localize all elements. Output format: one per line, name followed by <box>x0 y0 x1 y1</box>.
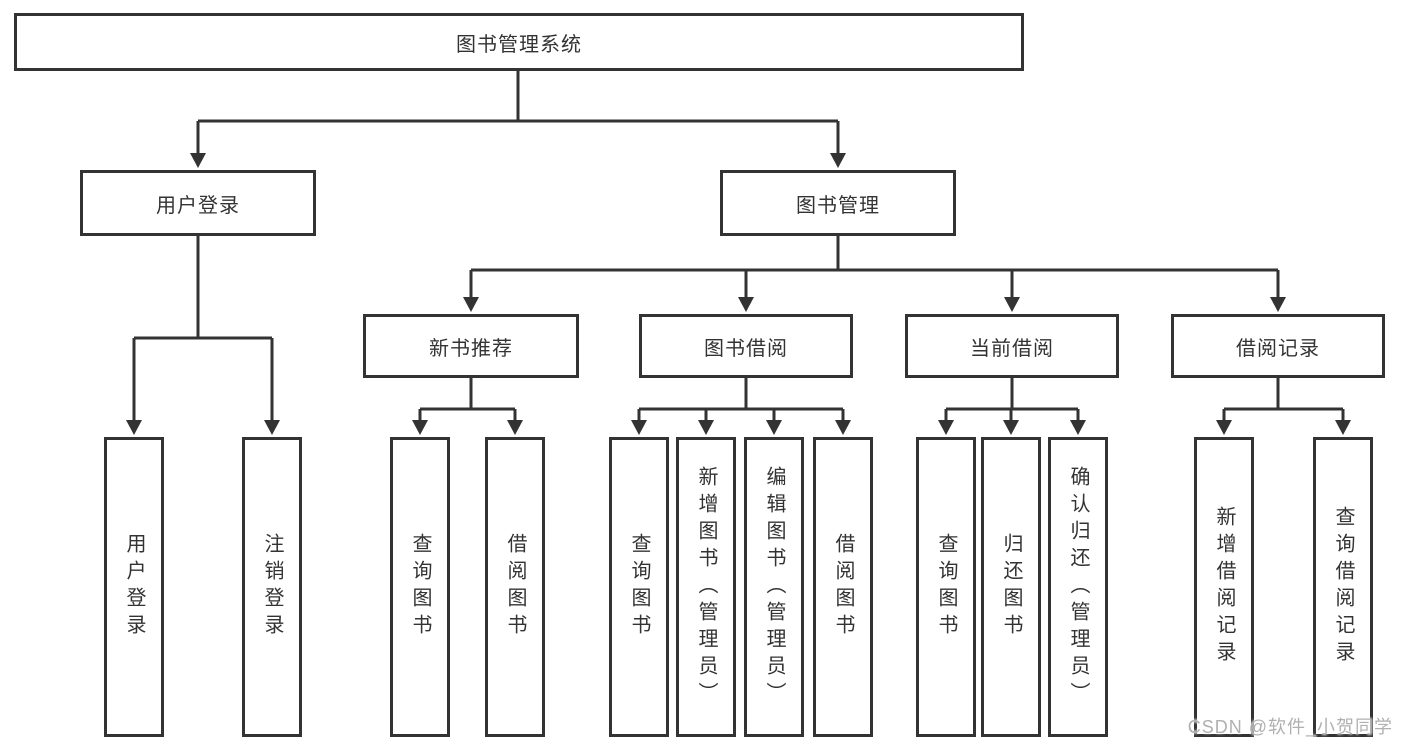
arrowhead <box>830 153 846 168</box>
arrowhead <box>463 297 479 312</box>
node-label: 当前借阅 <box>970 337 1054 360</box>
node-label: 用户登录 <box>156 194 240 217</box>
arrowhead <box>1270 297 1286 312</box>
node-label: 借阅图书 <box>832 533 854 641</box>
arrowhead <box>1335 420 1351 435</box>
node-library-system: 图书管理系统 <box>14 13 1024 71</box>
node-label: 注销登录 <box>261 533 283 641</box>
leaf-return-book: 归还图书 <box>981 437 1041 737</box>
node-book-borrow: 图书借阅 <box>639 314 853 378</box>
connector-path <box>132 70 1345 422</box>
arrowhead <box>190 153 206 168</box>
node-label: 归还图书 <box>1000 533 1022 641</box>
node-label: 新书推荐 <box>429 337 513 360</box>
arrowhead <box>1070 420 1086 435</box>
arrowhead <box>264 420 280 435</box>
arrowhead <box>1003 420 1019 435</box>
leaf-query-borrow-record: 查询借阅记录 <box>1313 437 1373 737</box>
leaf-borrow-borrow-books: 借阅图书 <box>813 437 873 737</box>
node-new-book-recommend: 新书推荐 <box>363 314 579 378</box>
node-label: 新增借阅记录 <box>1213 506 1235 668</box>
leaf-current-query-books: 查询图书 <box>916 437 976 737</box>
leaf-logout: 注销登录 <box>242 437 302 737</box>
node-label: 编辑图书（管理员） <box>763 465 785 709</box>
node-label: 查询图书 <box>628 533 650 641</box>
arrowhead <box>835 420 851 435</box>
arrowhead <box>412 420 428 435</box>
leaf-recommend-borrow-books: 借阅图书 <box>485 437 545 737</box>
leaf-recommend-query-books: 查询图书 <box>390 437 450 737</box>
arrowhead <box>738 297 754 312</box>
leaf-edit-book-admin: 编辑图书（管理员） <box>744 437 804 737</box>
node-book-management: 图书管理 <box>720 170 956 236</box>
node-label: 新增图书（管理员） <box>695 465 717 709</box>
arrowhead <box>631 420 647 435</box>
node-label: 借阅图书 <box>504 533 526 641</box>
node-current-borrow: 当前借阅 <box>905 314 1119 378</box>
arrowhead <box>1004 297 1020 312</box>
leaf-confirm-return-admin: 确认归还（管理员） <box>1048 437 1108 737</box>
leaf-borrow-query-books: 查询图书 <box>609 437 669 737</box>
node-label: 借阅记录 <box>1236 337 1320 360</box>
node-label: 查询图书 <box>409 533 431 641</box>
node-label: 图书借阅 <box>704 337 788 360</box>
arrowhead <box>126 420 142 435</box>
arrowhead <box>766 420 782 435</box>
arrowhead <box>938 420 954 435</box>
arrowhead <box>698 420 714 435</box>
node-label: 用户登录 <box>123 533 145 641</box>
leaf-add-book-admin: 新增图书（管理员） <box>676 437 736 737</box>
leaf-user-login: 用户登录 <box>104 437 164 737</box>
arrowhead <box>507 420 523 435</box>
csdn-watermark: CSDN @软件_小贺同学 <box>1187 717 1393 737</box>
node-label: 图书管理 <box>796 194 880 217</box>
arrowhead <box>1216 420 1232 435</box>
node-label: 图书管理系统 <box>456 33 582 56</box>
node-label: 查询图书 <box>935 533 957 641</box>
node-user-login: 用户登录 <box>80 170 316 236</box>
leaf-add-borrow-record: 新增借阅记录 <box>1194 437 1254 737</box>
node-borrow-records: 借阅记录 <box>1171 314 1385 378</box>
node-label: 查询借阅记录 <box>1332 506 1354 668</box>
node-label: 确认归还（管理员） <box>1067 465 1089 709</box>
